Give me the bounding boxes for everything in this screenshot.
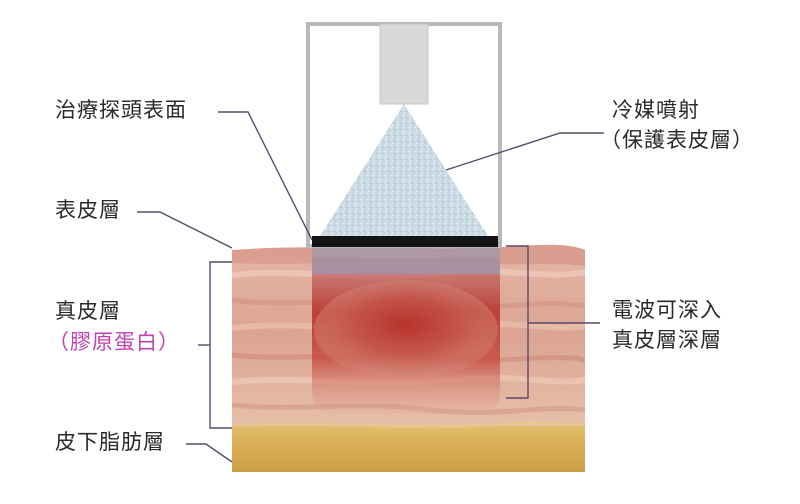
label-epidermis: 表皮層 bbox=[55, 198, 121, 222]
fat-layer bbox=[232, 426, 585, 472]
treatment-probe bbox=[306, 22, 502, 248]
leader-epidermis bbox=[137, 211, 233, 249]
leader-lines bbox=[137, 111, 604, 463]
leader-coolant-spray bbox=[445, 132, 604, 171]
leader-fat bbox=[186, 443, 233, 463]
probe-tip-surface bbox=[312, 236, 498, 247]
label-coolant-spray-note: （保護表皮層） bbox=[600, 128, 754, 152]
rf-heat-core bbox=[314, 280, 498, 380]
leader-probe-surface bbox=[218, 111, 313, 241]
coolant-spray-cone bbox=[320, 104, 488, 236]
bracket-dermis bbox=[209, 261, 232, 429]
bracket-rf-depth bbox=[506, 245, 529, 399]
label-rf-depth-line2: 真皮層深層 bbox=[612, 328, 722, 352]
label-dermis: 真皮層 bbox=[55, 299, 121, 323]
spray-nozzle bbox=[379, 23, 429, 105]
cooled-zone bbox=[312, 248, 500, 274]
label-dermis-collagen: （膠原蛋白） bbox=[48, 330, 180, 354]
label-rf-depth-line1: 電波可深入 bbox=[612, 298, 722, 322]
label-coolant-spray: 冷媒噴射 bbox=[612, 98, 700, 122]
skin-cross-section bbox=[232, 244, 585, 472]
label-subcutaneous-fat: 皮下脂肪層 bbox=[55, 430, 165, 454]
label-probe-surface: 治療探頭表面 bbox=[55, 98, 187, 122]
